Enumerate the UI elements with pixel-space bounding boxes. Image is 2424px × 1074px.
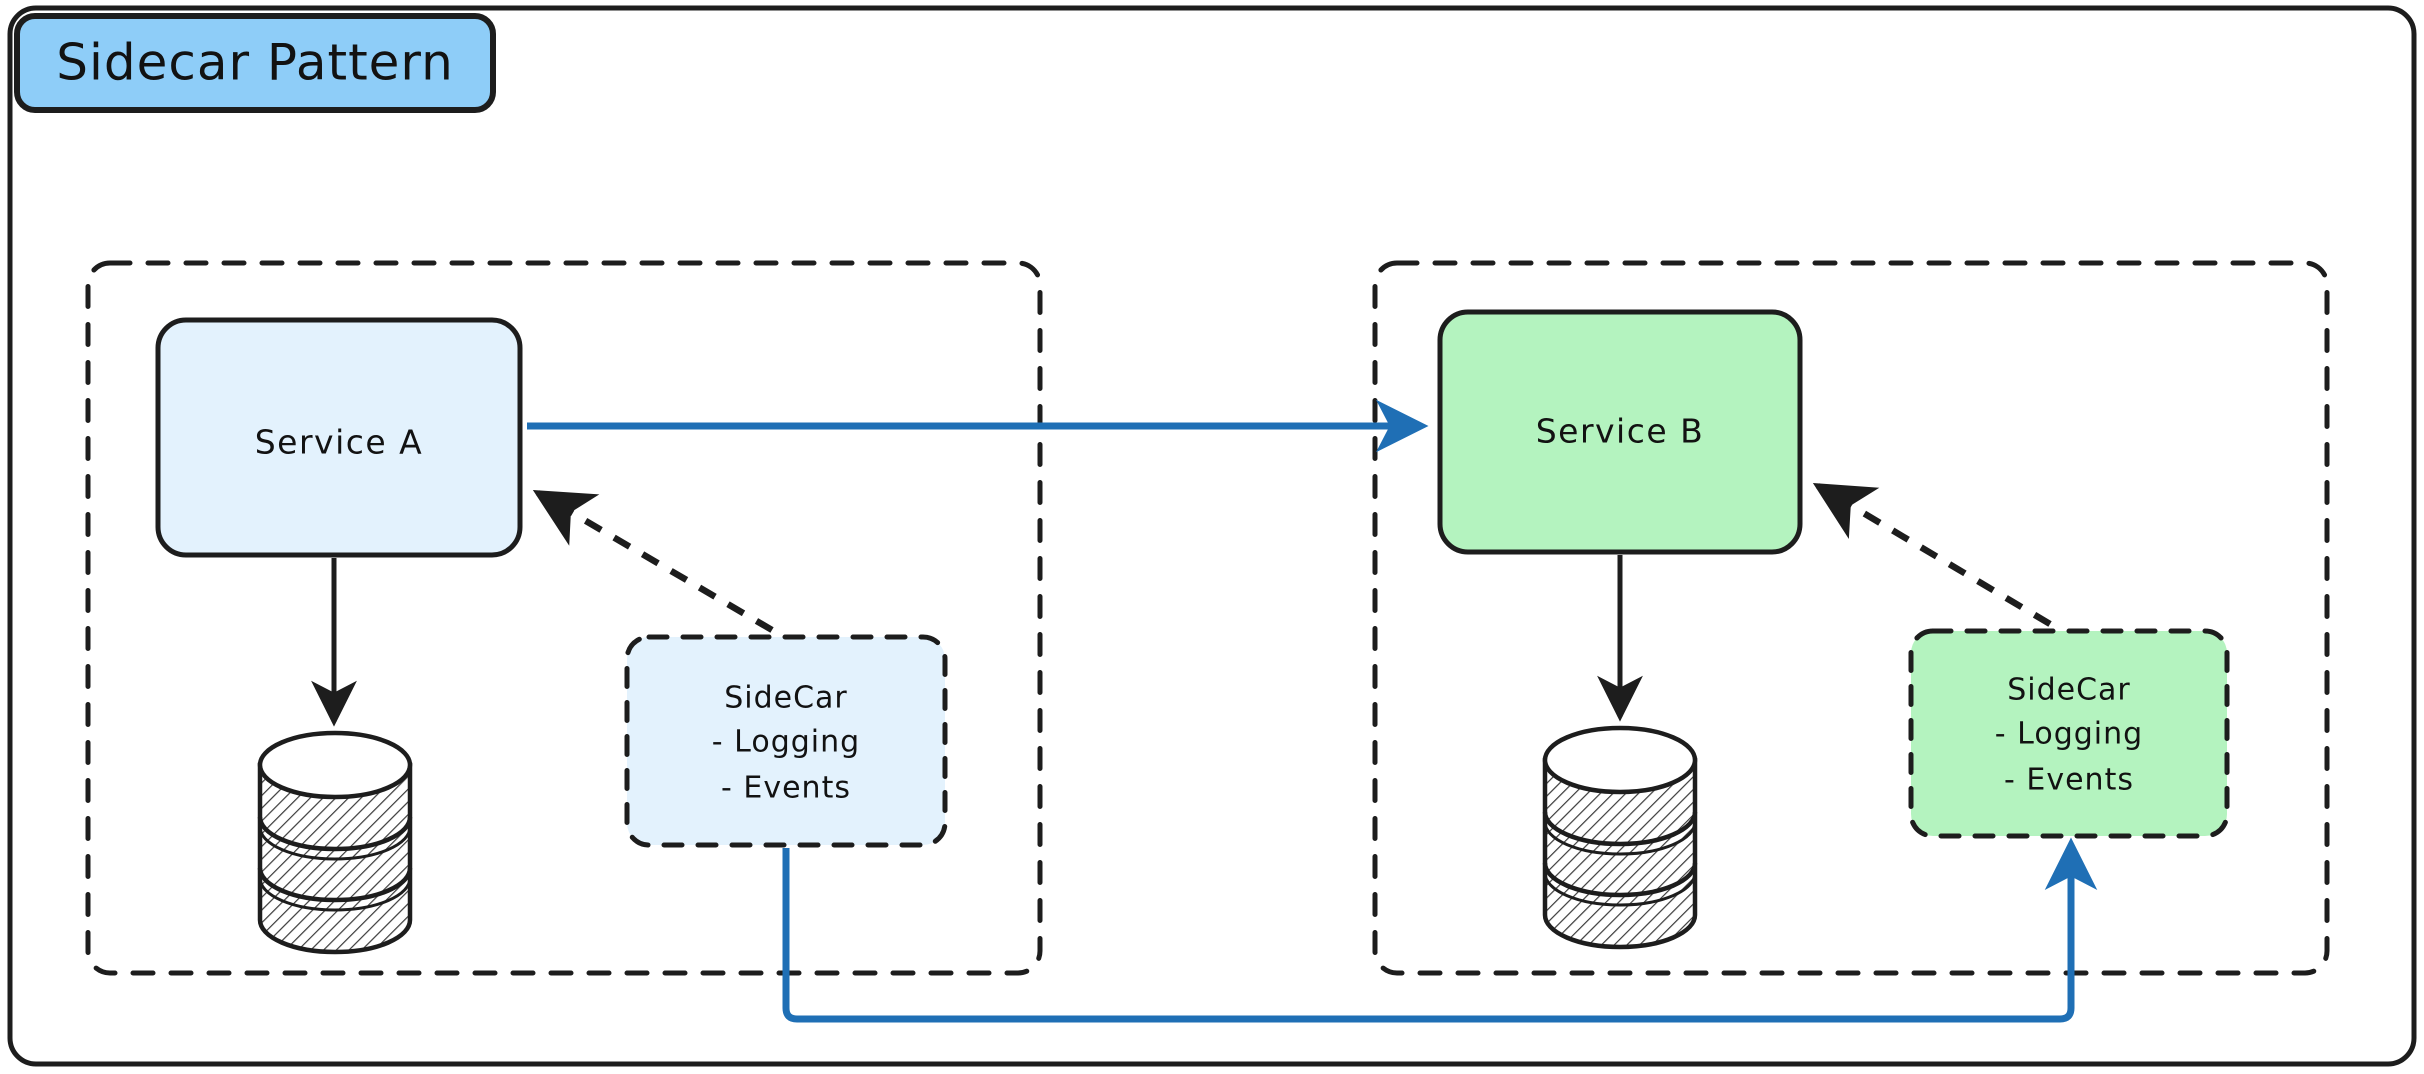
sidecar-b-item-logging: - Logging	[1995, 717, 2143, 752]
group-container-a	[85, 260, 1043, 976]
node-service-a[interactable]	[155, 317, 523, 558]
connector-sidecar-b-to-service-b	[1812, 482, 2052, 627]
title-badge	[14, 13, 496, 113]
database-cylinder-b	[1542, 725, 1698, 950]
service-b-label: Service B	[1536, 412, 1705, 451]
outer-frame	[7, 5, 2417, 1067]
connector-sidecar-a-to-service-a	[532, 489, 774, 633]
sidecar-b-item-events: - Events	[2004, 763, 2134, 798]
sidecar-b-title: SideCar	[2007, 673, 2131, 708]
node-sidecar-a[interactable]	[624, 634, 948, 848]
sidecar-a-title: SideCar	[724, 681, 848, 716]
database-cylinder-a	[257, 730, 413, 955]
sidecar-a-item-events: - Events	[721, 771, 851, 806]
group-container-b	[1372, 260, 2330, 976]
service-a-label: Service A	[255, 423, 424, 462]
node-service-b[interactable]	[1437, 309, 1803, 555]
node-sidecar-b[interactable]	[1908, 628, 2230, 839]
page-title: Sidecar Pattern	[56, 34, 454, 92]
connector-sidecar-a-to-sidecar-b	[782, 837, 2098, 1023]
sidecar-a-item-logging: - Logging	[712, 725, 860, 760]
